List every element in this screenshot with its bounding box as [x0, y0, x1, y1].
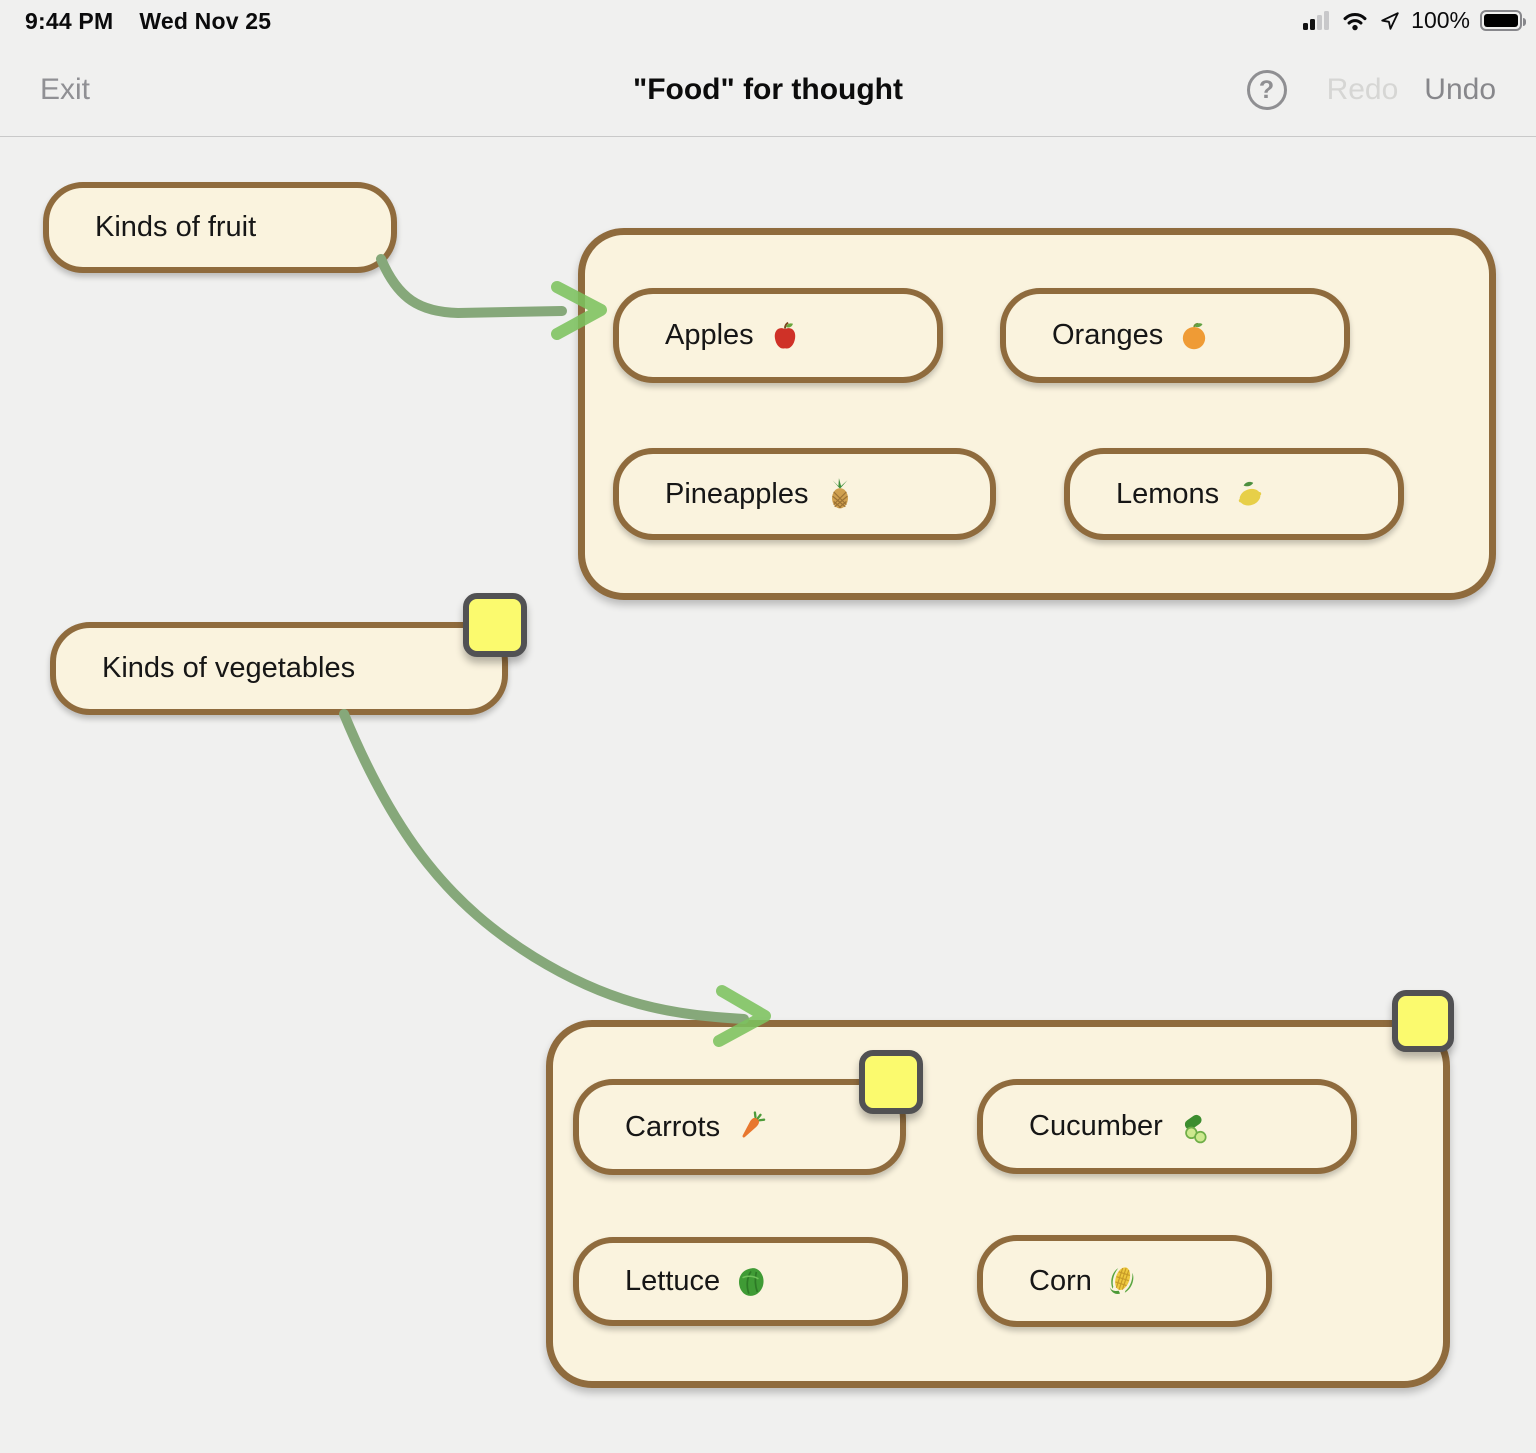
node-label: Corn: [1029, 1264, 1092, 1297]
note-badge-carrots[interactable]: [859, 1050, 923, 1114]
exit-button[interactable]: Exit: [40, 73, 91, 106]
battery-icon: [1480, 10, 1526, 31]
fruit-group-container[interactable]: [578, 228, 1496, 600]
node-corn[interactable]: Corn: [977, 1235, 1272, 1327]
cucumber-emoji-icon: [1184, 1114, 1207, 1143]
wifi-icon: [1343, 12, 1367, 30]
battery-percent-label: 100%: [1411, 7, 1470, 33]
node-cucumber[interactable]: Cucumber: [977, 1079, 1357, 1174]
status-bar: 9:44 PM Wed Nov 25 100%: [0, 0, 1536, 44]
node-label: Kinds of vegetables: [102, 652, 356, 684]
apple-emoji-icon: [774, 321, 795, 349]
node-label: Kinds of fruit: [95, 211, 257, 243]
node-apples[interactable]: Apples: [613, 288, 943, 383]
nav-bar: Exit "Food" for thought ? Redo Undo: [0, 44, 1536, 137]
node-label: Pineapples: [665, 477, 809, 510]
fruit-connector-arrow[interactable]: [376, 254, 607, 340]
node-kinds-of-vegetables[interactable]: Kinds of vegetables: [50, 622, 508, 715]
lettuce-emoji-icon: [739, 1267, 764, 1296]
node-oranges[interactable]: Oranges: [1000, 288, 1350, 383]
help-button[interactable]: ?: [1246, 70, 1287, 110]
node-lemons[interactable]: Lemons: [1064, 448, 1404, 540]
node-label: Oranges: [1052, 319, 1164, 351]
node-lettuce[interactable]: Lettuce: [573, 1237, 908, 1326]
node-kinds-of-fruit[interactable]: Kinds of fruit: [43, 182, 397, 273]
carrot-emoji-icon: [742, 1111, 766, 1138]
corn-emoji-icon: [1109, 1267, 1134, 1294]
vegetable-connector-arrow[interactable]: [339, 709, 771, 1047]
lemon-emoji-icon: [1238, 481, 1262, 506]
undo-button[interactable]: Undo: [1424, 73, 1496, 106]
node-label: Cucumber: [1029, 1110, 1163, 1142]
note-badge-kinds-of-vegetables[interactable]: [463, 593, 527, 657]
cellular-signal-icon: [1303, 10, 1330, 30]
page-title: "Food" for thought: [632, 73, 903, 106]
note-badge-vegetable-group[interactable]: [1392, 990, 1454, 1052]
node-pineapples[interactable]: Pineapples: [613, 448, 996, 540]
clock-label: 9:44 PM: [25, 8, 114, 34]
node-label: Apples: [665, 319, 754, 351]
date-label: Wed Nov 25: [139, 8, 272, 34]
question-mark-icon: ?: [1258, 75, 1275, 104]
vegetable-group-container[interactable]: [546, 1020, 1450, 1388]
redo-button[interactable]: Redo: [1326, 73, 1399, 106]
node-label: Carrots: [625, 1110, 721, 1143]
pineapple-emoji-icon: [831, 478, 848, 509]
location-arrow-icon: [1381, 11, 1399, 30]
orange-emoji-icon: [1183, 322, 1206, 349]
node-label: Lettuce: [625, 1265, 721, 1297]
node-label: Lemons: [1116, 477, 1220, 510]
node-carrots[interactable]: Carrots: [573, 1079, 906, 1175]
